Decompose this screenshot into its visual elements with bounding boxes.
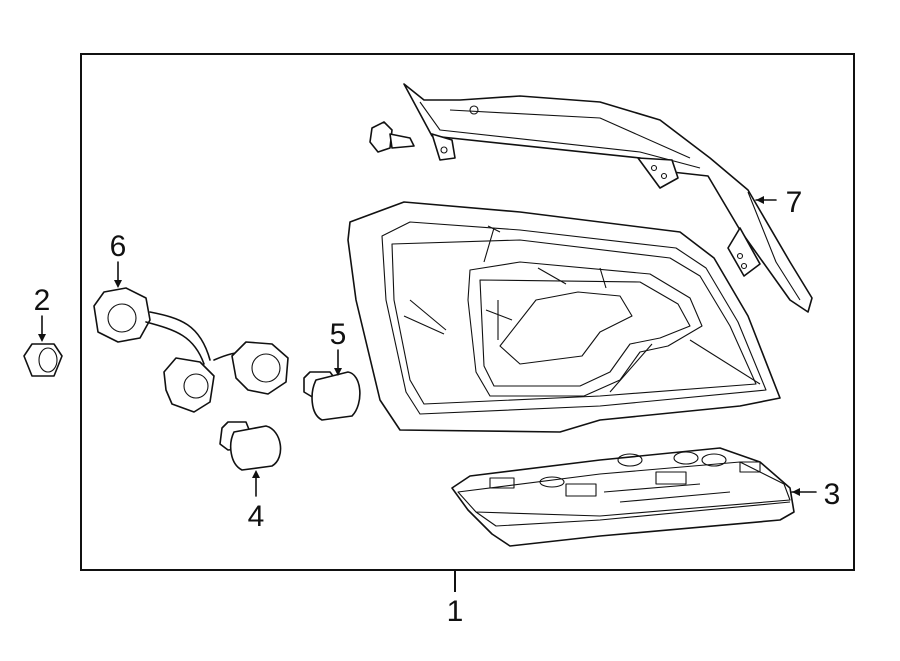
callout-4-arrow xyxy=(252,470,260,478)
callout-1-label: 1 xyxy=(447,595,464,628)
callout-7-arrow xyxy=(756,196,764,204)
tail-lamp-housing xyxy=(347,201,781,433)
nut-part-2 xyxy=(23,343,63,377)
callout-2-arrow xyxy=(38,334,46,342)
callout-3-label: 3 xyxy=(824,478,841,511)
bracket-part-7 xyxy=(369,83,813,313)
callout-3-arrow xyxy=(792,488,800,496)
callout-6-arrow xyxy=(114,280,122,288)
bulb-part-4 xyxy=(219,421,282,471)
callout-6-label: 6 xyxy=(110,230,127,263)
callout-2-label: 2 xyxy=(34,284,51,317)
callout-4-label: 4 xyxy=(248,500,265,533)
callout-5-arrow xyxy=(334,368,342,376)
assembly-frame xyxy=(80,53,855,571)
callout-7-label: 7 xyxy=(786,186,803,219)
callout-5-label: 5 xyxy=(330,318,347,351)
bulb-part-5 xyxy=(303,371,361,421)
lower-bracket-part-3 xyxy=(451,447,795,547)
socket-harness-part-6 xyxy=(93,287,289,413)
